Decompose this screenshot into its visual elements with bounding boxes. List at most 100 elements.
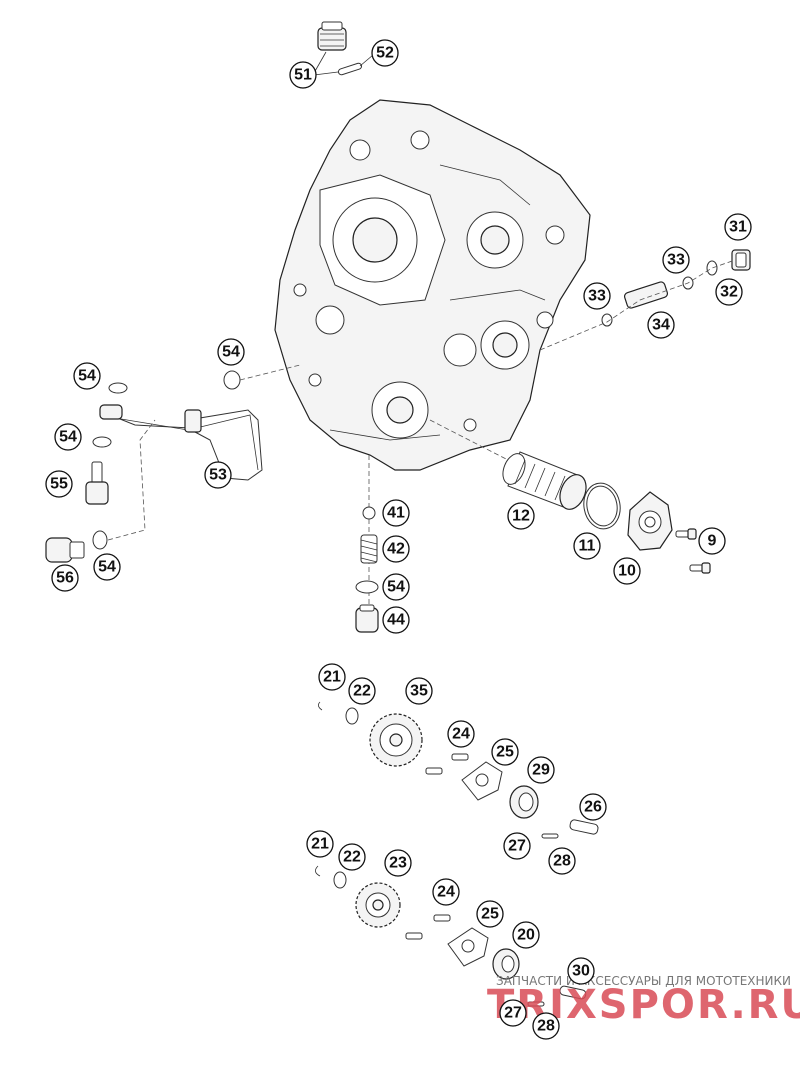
- callout-54-upper-left: 54: [73, 362, 101, 390]
- washer-54-valve: [355, 580, 379, 594]
- callout-10: 10: [613, 557, 641, 585]
- callout-26: 26: [579, 793, 607, 821]
- svg-text:35: 35: [410, 683, 428, 700]
- callout-41: 41: [382, 499, 410, 527]
- screw-24-upper-b: [425, 767, 443, 775]
- svg-text:22: 22: [343, 849, 361, 866]
- callout-33-upper: 33: [662, 246, 690, 274]
- callout-20: 20: [512, 921, 540, 949]
- callout-25-lower: 25: [476, 900, 504, 928]
- washer-54-lower-left: [92, 530, 108, 550]
- callout-22-upper: 22: [348, 677, 376, 705]
- o-ring-11: [583, 482, 621, 530]
- callout-12: 12: [507, 502, 535, 530]
- svg-text:34: 34: [652, 317, 670, 334]
- gear-23: [355, 882, 401, 928]
- rotor-29: [509, 785, 539, 819]
- spring-42: [360, 534, 378, 564]
- callout-54-line: 54: [217, 338, 245, 366]
- callout-54-mid-left: 54: [54, 423, 82, 451]
- callout-55: 55: [45, 470, 73, 498]
- svg-text:29: 29: [532, 762, 550, 779]
- washer-22-upper: [345, 707, 359, 725]
- washer-32: [706, 260, 718, 276]
- svg-text:53: 53: [209, 467, 227, 484]
- pin-27-lower: [527, 1001, 545, 1007]
- svg-text:20: 20: [517, 927, 535, 944]
- callout-25-upper: 25: [491, 738, 519, 766]
- callout-21-upper: 21: [318, 663, 346, 691]
- svg-text:21: 21: [323, 669, 341, 686]
- svg-text:12: 12: [512, 508, 530, 525]
- oil-line-53: [99, 404, 263, 481]
- callout-29: 29: [527, 756, 555, 784]
- pump-cover-25-upper: [461, 761, 503, 801]
- svg-text:10: 10: [618, 563, 636, 580]
- callout-11: 11: [573, 532, 601, 560]
- pump-cover-25-lower: [447, 927, 489, 967]
- svg-text:44: 44: [387, 612, 405, 629]
- callout-24-lower: 24: [432, 878, 460, 906]
- callout-32: 32: [715, 278, 743, 306]
- callout-23: 23: [384, 849, 412, 877]
- callout-30: 30: [567, 957, 595, 985]
- svg-text:25: 25: [496, 744, 514, 761]
- svg-text:28: 28: [553, 853, 571, 870]
- svg-text:52: 52: [376, 45, 394, 62]
- svg-text:27: 27: [504, 1005, 522, 1022]
- screw-9-lower: [689, 562, 711, 574]
- pin-52: [337, 62, 363, 76]
- svg-text:33: 33: [667, 252, 685, 269]
- oil-filter-12: [502, 451, 587, 510]
- filter-cover-10: [627, 491, 673, 551]
- svg-text:42: 42: [387, 541, 405, 558]
- plug-56: [45, 537, 85, 563]
- svg-text:24: 24: [437, 884, 455, 901]
- callout-21-lower: 21: [306, 830, 334, 858]
- svg-text:54: 54: [59, 429, 77, 446]
- callout-27-upper: 27: [503, 832, 531, 860]
- callout-9: 9: [698, 527, 726, 555]
- svg-text:30: 30: [572, 963, 590, 980]
- svg-text:56: 56: [56, 570, 74, 587]
- circlip-21-lower: [315, 865, 321, 877]
- shaft-26: [569, 819, 599, 835]
- o-ring-33-lower: [601, 313, 613, 327]
- plug-44: [355, 604, 379, 633]
- svg-text:28: 28: [537, 1018, 555, 1035]
- callout-42: 42: [382, 535, 410, 563]
- washer-54-mid-left: [92, 436, 112, 448]
- tube-34: [623, 281, 669, 309]
- gear-35: [369, 713, 423, 767]
- screw-24-lower-b: [405, 932, 423, 940]
- oil-screw-51: [317, 21, 347, 51]
- washer-22-lower: [333, 871, 347, 889]
- shaft-30: [559, 985, 587, 1000]
- svg-text:26: 26: [584, 799, 602, 816]
- banjo-bolt-55: [85, 461, 109, 505]
- svg-text:54: 54: [387, 579, 405, 596]
- rotor-20: [492, 948, 520, 980]
- svg-text:21: 21: [311, 836, 329, 853]
- svg-text:54: 54: [78, 368, 96, 385]
- callout-22-lower: 22: [338, 843, 366, 871]
- callout-52: 52: [371, 39, 399, 67]
- callout-35: 35: [405, 677, 433, 705]
- callout-28-upper: 28: [548, 847, 576, 875]
- callout-24-upper: 24: [447, 720, 475, 748]
- svg-text:9: 9: [708, 533, 717, 550]
- svg-text:55: 55: [50, 476, 68, 493]
- callout-54-lower-left: 54: [93, 553, 121, 581]
- svg-text:25: 25: [481, 906, 499, 923]
- washer-54-upper-left: [108, 382, 128, 394]
- callout-51: 51: [289, 61, 317, 89]
- svg-text:22: 22: [353, 683, 371, 700]
- svg-text:54: 54: [98, 559, 116, 576]
- ball-41: [362, 506, 376, 520]
- svg-text:33: 33: [588, 288, 606, 305]
- callout-34: 34: [647, 311, 675, 339]
- callout-33-lower: 33: [583, 282, 611, 310]
- svg-text:11: 11: [579, 538, 596, 555]
- callout-56: 56: [51, 564, 79, 592]
